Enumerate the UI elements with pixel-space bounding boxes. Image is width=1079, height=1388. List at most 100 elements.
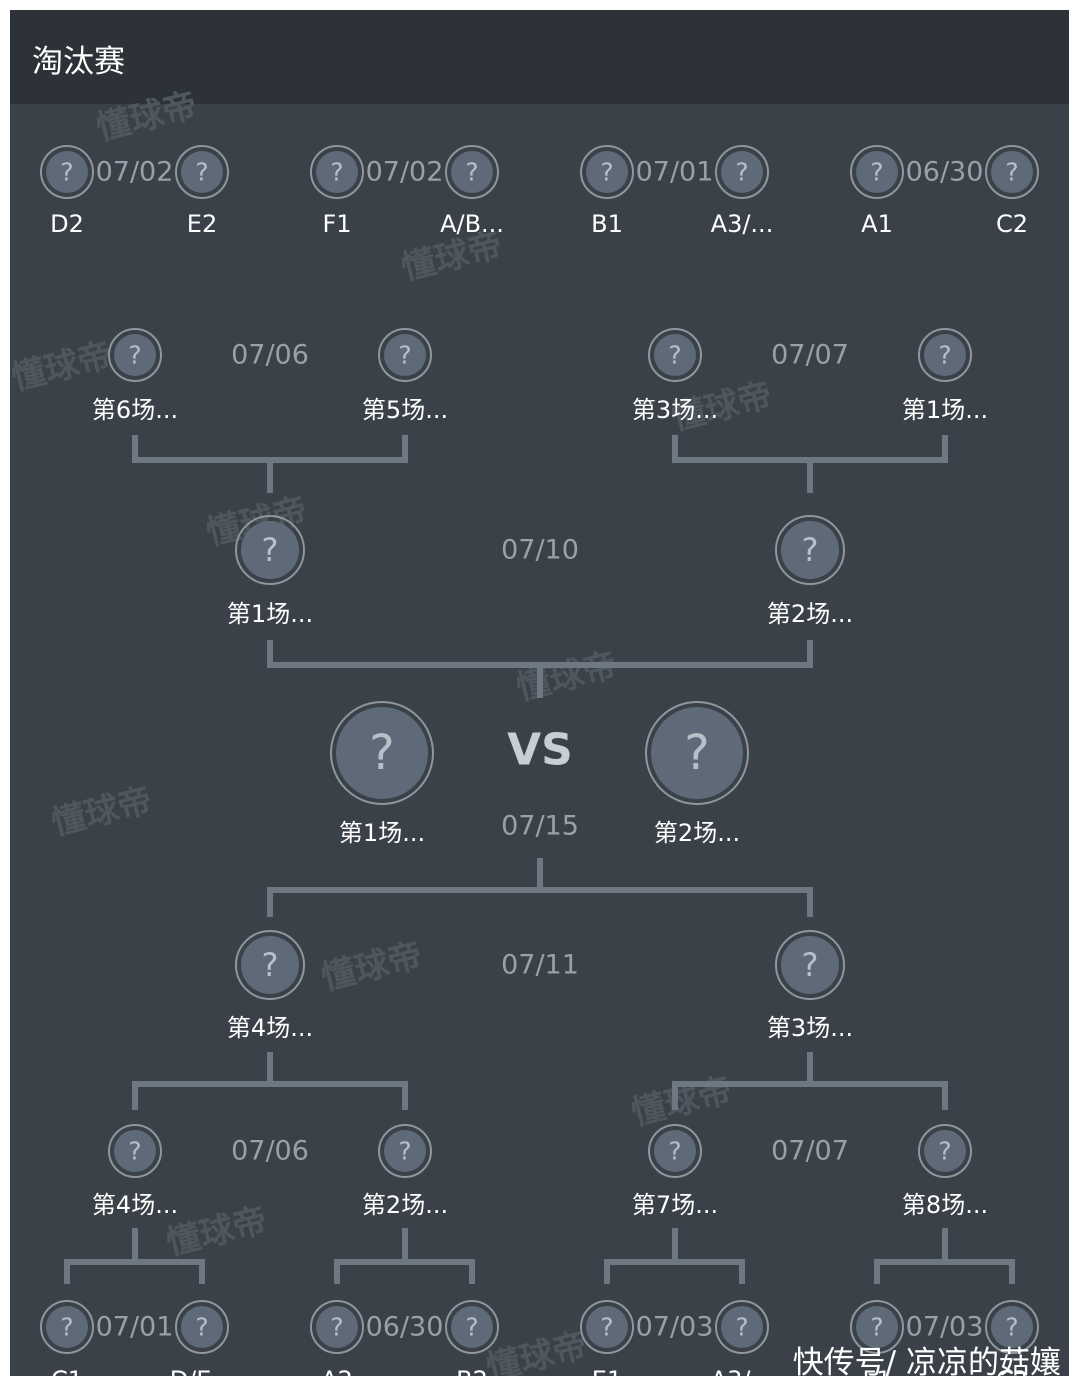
question-mark-circle-icon: ? <box>715 1300 769 1354</box>
svg-text:?: ? <box>668 341 681 370</box>
svg-text:?: ? <box>735 158 748 187</box>
connector-bracket <box>132 435 408 463</box>
match-date: 07/03 <box>906 1312 984 1343</box>
svg-text:?: ? <box>128 341 141 370</box>
team-slot[interactable]: ? <box>445 145 499 199</box>
match-label: 第1场... <box>227 600 313 628</box>
team-slot[interactable]: ? <box>775 930 845 1000</box>
match-label: 第2场... <box>654 819 740 847</box>
match-label: 第4场... <box>92 1191 178 1219</box>
match-date: 07/06 <box>231 1136 309 1167</box>
team-label: B2 <box>456 1366 488 1376</box>
watermark: 懂球帝 <box>483 1325 592 1376</box>
team-slot[interactable]: ? <box>378 328 432 382</box>
question-mark-circle-icon: ? <box>985 1300 1039 1354</box>
match-label: 第8场... <box>902 1191 988 1219</box>
question-mark-circle-icon: ? <box>715 145 769 199</box>
team-slot[interactable]: ? <box>775 515 845 585</box>
question-mark-circle-icon: ? <box>108 328 162 382</box>
svg-text:?: ? <box>60 158 73 187</box>
match-date: 07/07 <box>771 1136 849 1167</box>
watermark: 懂球帝 <box>48 780 157 843</box>
question-mark-circle-icon: ? <box>235 515 305 585</box>
team-slot[interactable]: ? <box>40 1300 94 1354</box>
final-date: 07/15 <box>501 811 579 842</box>
team-label: B1 <box>591 210 623 238</box>
team-slot[interactable]: ? <box>235 515 305 585</box>
match-label: 第2场... <box>362 1191 448 1219</box>
team-label: A3/... <box>711 210 774 238</box>
match-date: 07/02 <box>366 157 444 188</box>
team-slot[interactable]: ? <box>715 145 769 199</box>
match-label: 第6场... <box>92 396 178 424</box>
question-mark-circle-icon: ? <box>235 930 305 1000</box>
team-slot[interactable]: ? <box>108 1124 162 1178</box>
question-mark-circle-icon: ? <box>645 701 749 805</box>
team-slot[interactable]: ? <box>918 328 972 382</box>
team-slot[interactable]: ? <box>648 1124 702 1178</box>
svg-text:?: ? <box>1005 1313 1018 1342</box>
watermark: 懂球帝 <box>10 335 116 398</box>
team-slot[interactable]: ? <box>850 145 904 199</box>
svg-text:?: ? <box>802 946 819 984</box>
team-label: F1 <box>862 1366 891 1376</box>
team-label: A1 <box>861 210 893 238</box>
svg-text:?: ? <box>600 1313 613 1342</box>
watermark: 懂球帝 <box>513 645 622 708</box>
match-date: 06/30 <box>366 1312 444 1343</box>
team-slot[interactable]: ? <box>580 145 634 199</box>
team-label: E2 <box>187 210 217 238</box>
team-slot[interactable]: ? <box>985 1300 1039 1354</box>
finalist-slot[interactable]: ? <box>645 701 749 805</box>
team-slot[interactable]: ? <box>850 1300 904 1354</box>
team-slot[interactable]: ? <box>310 145 364 199</box>
team-slot[interactable]: ? <box>175 145 229 199</box>
svg-text:?: ? <box>465 158 478 187</box>
team-slot[interactable]: ? <box>378 1124 432 1178</box>
match-label: 第1场... <box>902 396 988 424</box>
connector-bracket <box>604 1259 745 1284</box>
question-mark-circle-icon: ? <box>378 328 432 382</box>
match-date: 07/03 <box>636 1312 714 1343</box>
svg-text:?: ? <box>1005 158 1018 187</box>
team-label: C2 <box>996 210 1028 238</box>
team-label: E1 <box>592 1366 622 1376</box>
team-slot[interactable]: ? <box>985 145 1039 199</box>
question-mark-circle-icon: ? <box>850 1300 904 1354</box>
team-label: A2 <box>321 1366 353 1376</box>
team-label: F1 <box>322 210 351 238</box>
team-slot[interactable]: ? <box>715 1300 769 1354</box>
svg-text:?: ? <box>802 531 819 569</box>
match-label: 第3场... <box>632 396 718 424</box>
team-slot[interactable]: ? <box>108 328 162 382</box>
watermark: 懂球帝 <box>628 1070 737 1133</box>
question-mark-circle-icon: ? <box>310 1300 364 1354</box>
team-slot[interactable]: ? <box>918 1124 972 1178</box>
match-label: 第2场... <box>767 600 853 628</box>
team-slot[interactable]: ? <box>445 1300 499 1354</box>
team-slot[interactable]: ? <box>648 328 702 382</box>
question-mark-circle-icon: ? <box>175 1300 229 1354</box>
finalist-slot[interactable]: ? <box>330 701 434 805</box>
svg-text:?: ? <box>195 1313 208 1342</box>
team-slot[interactable]: ? <box>235 930 305 1000</box>
team-slot[interactable]: ? <box>310 1300 364 1354</box>
question-mark-circle-icon: ? <box>40 1300 94 1354</box>
question-mark-circle-icon: ? <box>648 328 702 382</box>
question-mark-circle-icon: ? <box>580 145 634 199</box>
team-slot[interactable]: ? <box>175 1300 229 1354</box>
question-mark-circle-icon: ? <box>648 1124 702 1178</box>
svg-text:?: ? <box>262 531 279 569</box>
svg-text:?: ? <box>330 158 343 187</box>
question-mark-circle-icon: ? <box>40 145 94 199</box>
team-slot[interactable]: ? <box>580 1300 634 1354</box>
question-mark-circle-icon: ? <box>918 1124 972 1178</box>
svg-text:?: ? <box>870 1313 883 1342</box>
team-label: A/B... <box>440 210 504 238</box>
team-slot[interactable]: ? <box>40 145 94 199</box>
connector-bracket <box>874 1259 1015 1284</box>
question-mark-circle-icon: ? <box>378 1124 432 1178</box>
title-bar: 淘汰赛 <box>10 10 1069 104</box>
svg-text:?: ? <box>398 341 411 370</box>
